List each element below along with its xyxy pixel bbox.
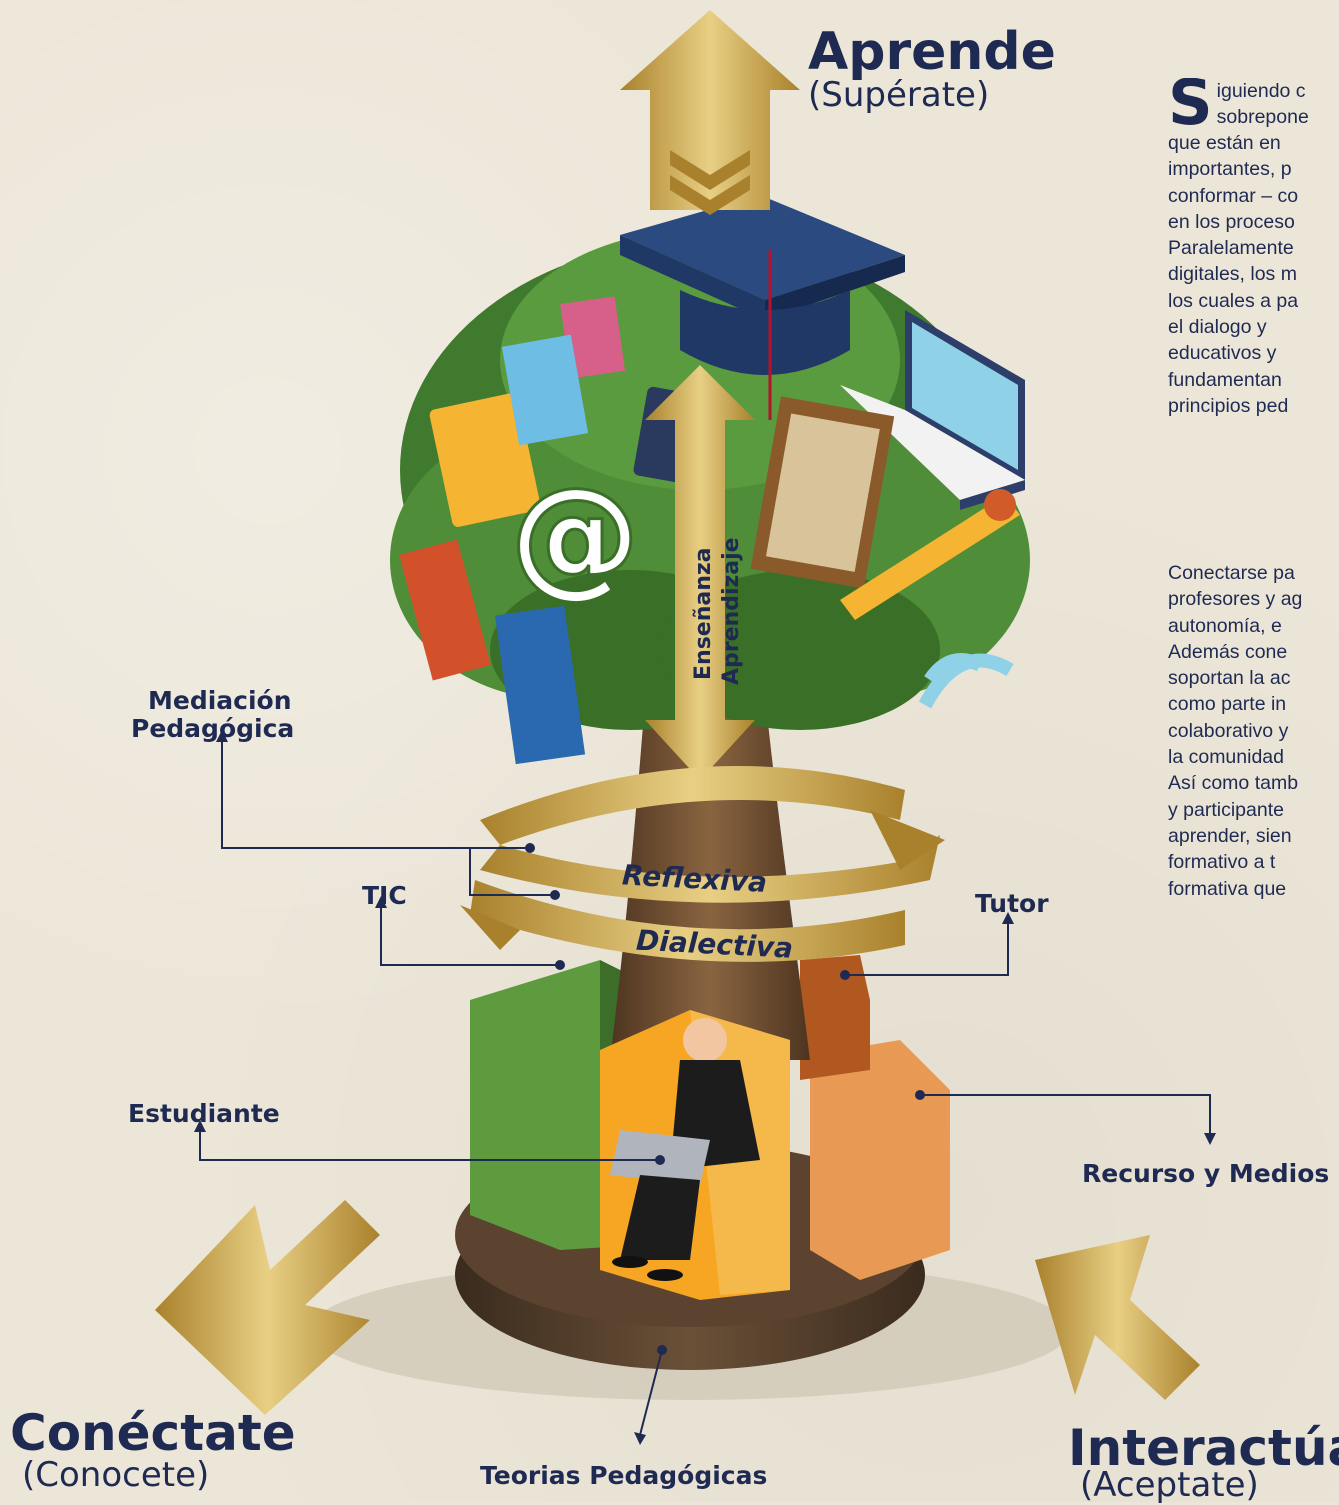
paragraph-2-line: Así como tamb [1168,772,1299,795]
tic-block [470,960,640,1250]
paragraph-2: Conectarse pa profesores y ag autonomía,… [1168,560,1339,902]
paragraph-2-line: autonomía, e [1168,614,1282,637]
paragraph-2-line: Conectarse pa [1168,562,1295,584]
interactua-title: Interactúa [1068,1419,1339,1477]
mediacion-label: Mediación Pedagógica [131,686,294,742]
aprendizaje-text: Aprendizaje [719,537,744,685]
tutor-block [800,955,870,1080]
paragraph-1-line: los cuales a pa [1168,289,1299,312]
paragraph-1-line: iguiendo c [1216,80,1306,102]
conectate-arrow [155,1200,380,1415]
double-arrow [645,365,755,780]
paragraph-1-line: educativos y [1168,342,1277,365]
paragraph-2-line: colaborativo y [1168,719,1289,742]
aprende-title: Aprende [808,22,1056,82]
paragraph-1-line: fundamentan [1168,368,1282,391]
paragraph-2-line: soportan la ac [1168,667,1291,690]
dropcap: S [1168,78,1213,139]
mediacion-line2: Pedagógica [131,713,295,743]
at-icon: @ [510,459,640,611]
interactua-arrow [1035,1235,1200,1400]
dialectiva-text: Dialectiva [635,924,794,965]
paragraph-2-line: formativo a t [1168,851,1276,874]
paragraph-1-line: en los proceso [1168,210,1295,233]
paragraph-2-line: aprender, sien [1168,824,1292,847]
estudiante-label: Estudiante [128,1099,280,1128]
paragraph-1-line: que están en [1168,132,1281,154]
up-arrow [620,10,800,215]
spiral-bands [460,766,945,962]
resources-block [810,1040,950,1280]
ensenanza-text: Enseñanza [691,547,716,680]
paragraph-2-line: y participante [1168,798,1284,821]
pencil-eraser [984,489,1016,521]
connector-arrowheads [194,730,1216,1445]
pencil-icon [840,495,1020,620]
mediacion-line1: Mediación [148,686,292,715]
paragraph-1-line: sobrepone [1216,106,1309,129]
paragraph-2-line: la comunidad [1168,746,1284,769]
aprende-subtitle: (Supérate) [808,75,990,115]
interactua-subtitle: (Aceptate) [1080,1465,1259,1505]
laptop-icon [840,310,1025,510]
paragraph-1-line: el dialogo y [1168,316,1267,339]
graduation-cap-icon [620,195,905,420]
paragraph-2-line: formativa que [1168,877,1287,900]
book-icon [494,605,586,765]
photo-frame-icon [750,396,895,589]
folder-icon [429,393,541,527]
conectate-title: Conéctate [10,1404,296,1462]
pink-folder-icon [560,296,626,379]
blue-folder-icon [501,334,589,446]
student-figure [600,1010,790,1300]
connector-dots [525,843,925,1355]
paragraph-1-line: importantes, p [1168,158,1292,181]
tutor-label: Tutor [975,889,1049,918]
conectate-subtitle: (Conocete) [22,1455,210,1495]
paragraph-1-line: principios ped [1168,394,1289,417]
tic-label: TIC [362,881,407,910]
paragraph-1: S iguiendo c sobrepone que están en impo… [1168,78,1339,419]
red-book-icon [399,539,491,681]
reflexiva-text: Reflexiva [621,858,768,899]
paragraph-1-line: digitales, los m [1168,263,1297,286]
paragraph-1-line: conformar – co [1168,184,1299,207]
wifi-icon [918,653,1014,709]
paragraph-2-line: como parte in [1168,693,1287,716]
paragraph-1-line: Paralelamente [1168,237,1294,260]
paragraph-1-first: S iguiendo c sobrepone [1168,78,1339,139]
paragraph-2-line: Además cone [1168,640,1288,663]
recurso-label: Recurso y Medios [1082,1159,1330,1188]
teorias-label: Teorias Pedagógicas [480,1461,768,1490]
paragraph-2-line: profesores y ag [1168,588,1303,611]
connector-lines [199,740,1211,1436]
